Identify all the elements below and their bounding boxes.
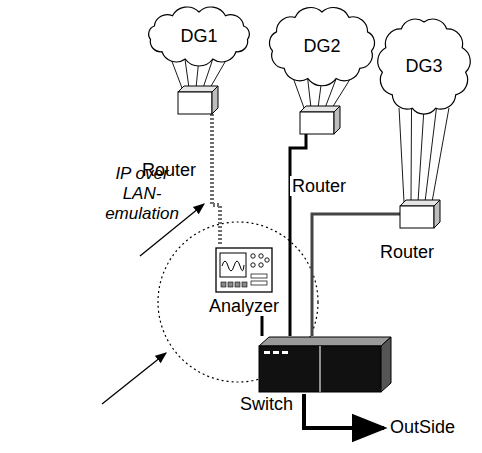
router-icon	[178, 86, 218, 114]
switch-port	[282, 351, 288, 354]
fan-line	[293, 78, 304, 108]
fan-line	[418, 108, 424, 202]
router-top	[400, 200, 440, 206]
analyzer-knob	[265, 258, 269, 262]
switch-icon	[258, 336, 392, 394]
analyzer-key	[221, 282, 226, 287]
fan-line	[399, 108, 404, 202]
analyzer-key	[235, 282, 240, 287]
destination-label: OutSide	[390, 417, 455, 437]
router-node: Router	[400, 200, 440, 228]
router-node: Router	[178, 86, 218, 114]
analyzer-knob	[251, 254, 255, 258]
annotation-text: IP over LAN-emulation	[98, 164, 186, 224]
switch-port	[273, 351, 279, 354]
fan-line	[210, 58, 227, 88]
cloud-node: DG3	[372, 12, 476, 120]
switch-label: Switch	[240, 394, 293, 414]
router-icon	[300, 106, 340, 134]
switch-front	[259, 346, 381, 392]
cloud-shape	[269, 8, 374, 86]
cloud-node: DG2	[262, 2, 382, 90]
network-link	[290, 134, 306, 336]
analyzer-key	[242, 282, 247, 287]
cloud-label: DG2	[303, 36, 340, 56]
analyzer-knob	[251, 263, 255, 267]
fan-line	[308, 78, 311, 108]
analyzer-body	[216, 248, 272, 292]
outside-arrow	[304, 394, 384, 428]
analyzer-icon	[215, 246, 273, 294]
cloud-shape	[149, 7, 250, 66]
router-top	[300, 106, 340, 112]
router-icon	[400, 200, 440, 228]
cloud-shape	[378, 19, 471, 114]
analyzer-screen	[220, 253, 246, 277]
analyzer-slot	[251, 274, 267, 278]
router-top	[178, 86, 218, 92]
fan-line	[411, 108, 413, 202]
switch-node: Switch	[240, 336, 392, 414]
network-link	[261, 316, 264, 336]
analyzer-knob	[259, 263, 263, 267]
router-front	[400, 206, 434, 228]
router-side	[334, 106, 340, 134]
router-front	[300, 112, 334, 134]
switch-divider	[319, 346, 321, 392]
switch-side	[381, 337, 391, 392]
cloud-node: DG1	[140, 2, 258, 70]
network-link	[212, 114, 220, 246]
analyzer-knob	[259, 254, 263, 258]
router-node: Router	[300, 106, 340, 134]
router-side	[434, 200, 440, 228]
pointer-arrow	[102, 353, 166, 404]
cloud-label: DG1	[180, 26, 217, 46]
switch-top	[259, 337, 391, 346]
router-label: Router	[378, 242, 436, 262]
waveform	[222, 261, 244, 271]
switch-port	[264, 351, 270, 354]
analyzer-node: Analyzer	[200, 246, 288, 316]
network-link	[312, 214, 400, 336]
analyzer-label: Analyzer	[200, 296, 288, 316]
cloud-label: DG3	[405, 56, 442, 76]
fan-line	[432, 108, 449, 202]
router-side	[212, 86, 218, 114]
router-front	[178, 92, 212, 114]
analyzer-slot	[251, 281, 267, 285]
fan-line	[332, 78, 351, 108]
router-label: Router	[290, 176, 348, 196]
analyzer-key	[228, 282, 233, 287]
